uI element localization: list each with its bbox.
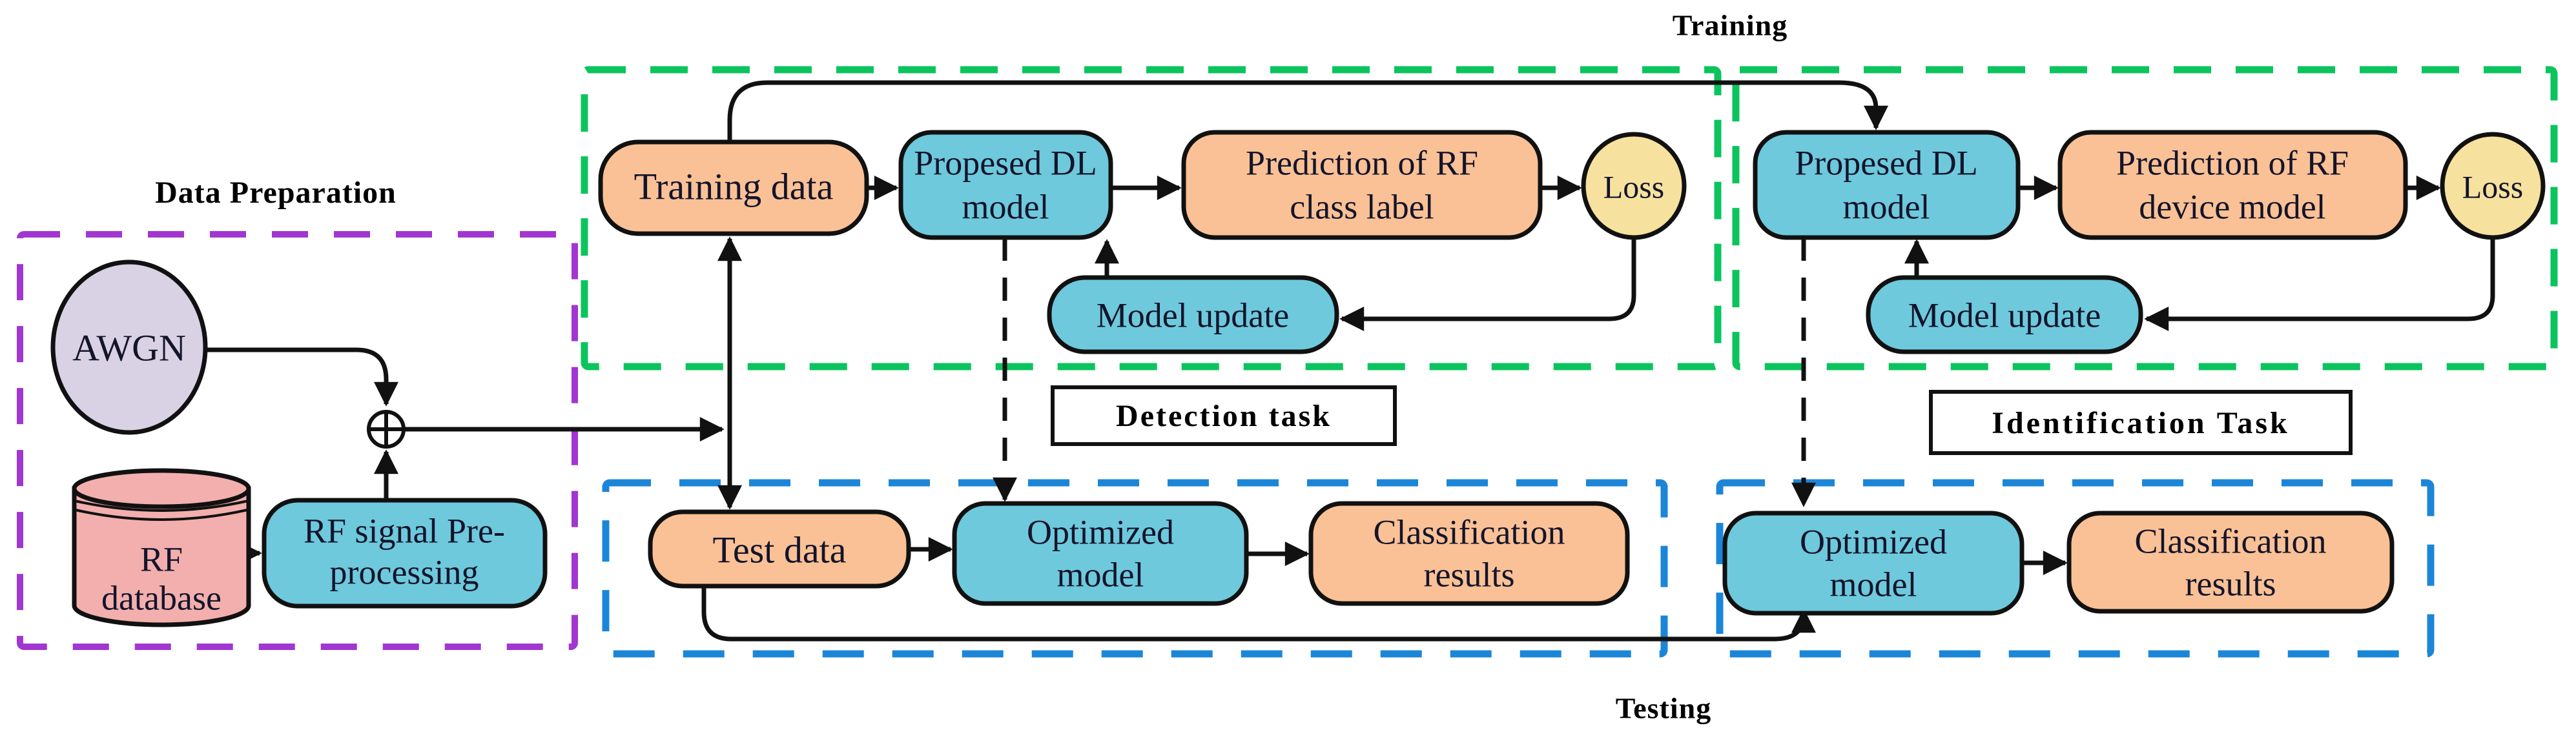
rf-preprocessing-box <box>262 498 548 609</box>
awgn-ellipse <box>50 259 208 435</box>
data-preparation-frame <box>17 231 578 650</box>
prediction-class-line1: Prediction of RF <box>1246 143 1478 182</box>
node-dl-model-identification: Propesed DL model <box>1753 130 2021 240</box>
model-update-detection-label: Model update <box>1097 296 1289 334</box>
loss-detection-ellipse <box>1581 132 1687 240</box>
detection-task-rect <box>1051 385 1397 446</box>
identification-task-rect <box>1929 390 2353 455</box>
optimized-model-detection-box <box>952 501 1249 606</box>
testing-identification-frame <box>1716 479 2435 658</box>
classification-results-identification-line1: Classification <box>2135 522 2327 560</box>
dl-model-identification-line2: model <box>1843 187 1930 226</box>
node-prediction-device-model: Prediction of RF device model <box>2057 130 2408 240</box>
training-identification-frame <box>1732 66 2558 370</box>
identification-task-label-box: Identification Task <box>1929 390 2353 455</box>
arrow-training-data-to-dl-identification <box>727 80 1888 142</box>
optimized-model-detection-line2: model <box>1057 555 1144 594</box>
node-classification-results-detection: Classification results <box>1308 501 1630 606</box>
database-cylinder-body <box>72 486 251 627</box>
rf-database-label-line1: RF <box>140 540 183 578</box>
model-update-identification-label: Model update <box>1908 296 2101 334</box>
awgn-label: AWGN <box>72 327 186 369</box>
dl-model-detection-line2: model <box>962 187 1049 226</box>
node-loss-detection: Loss <box>1581 132 1687 240</box>
dl-model-identification-box <box>1753 130 2021 240</box>
testing-detection-frame <box>602 479 1668 658</box>
detection-task-label: Detection task <box>1116 399 1332 433</box>
node-rf-database: RF database <box>72 468 251 627</box>
data-preparation-title: Data Preparation <box>155 176 397 210</box>
test-data-label: Test data <box>713 529 847 571</box>
classification-results-identification-box <box>2066 511 2395 614</box>
node-model-update-identification: Model update <box>1866 275 2143 354</box>
testing-title: Testing <box>1616 692 1711 725</box>
adder-node <box>367 410 406 449</box>
detection-task-label-box: Detection task <box>1051 385 1397 446</box>
dl-model-detection-line1: Propesed DL <box>914 143 1097 182</box>
connectors <box>205 80 2495 642</box>
database-disk-lines <box>74 500 249 521</box>
classification-results-identification-line2: results <box>2185 564 2276 603</box>
prediction-class-box <box>1181 130 1543 240</box>
node-optimized-model-identification: Optimized model <box>1722 511 2025 616</box>
dl-model-detection-box <box>898 130 1113 240</box>
node-rf-preprocessing: RF signal Pre- processing <box>262 498 548 609</box>
model-update-detection-box <box>1047 275 1339 354</box>
rf-preprocessing-label-line2: processing <box>330 553 479 591</box>
loss-identification-ellipse <box>2440 132 2546 240</box>
dl-model-identification-line1: Propesed DL <box>1795 143 1977 182</box>
node-model-update-detection: Model update <box>1047 275 1339 354</box>
optimized-model-detection-line1: Optimized <box>1027 513 1174 551</box>
optimized-model-identification-line1: Optimized <box>1800 522 1947 561</box>
node-classification-results-identification: Classification results <box>2066 511 2395 614</box>
node-optimized-model-detection: Optimized model <box>952 501 1249 606</box>
adder-plus-icon <box>369 412 404 447</box>
classification-results-detection-line2: results <box>1424 555 1515 594</box>
prediction-device-line1: Prediction of RF <box>2116 143 2349 182</box>
model-update-identification-box <box>1866 275 2143 354</box>
training-detection-frame <box>581 66 1722 370</box>
optimized-model-identification-line2: model <box>1830 565 1917 604</box>
node-loss-identification: Loss <box>2440 132 2546 240</box>
node-test-data: Test data <box>648 509 911 589</box>
arrow-test-data-to-optimized-identification <box>701 586 1816 642</box>
arrow-awgn-to-adder <box>205 347 398 407</box>
rf-preprocessing-label-line1: RF signal Pre- <box>304 511 505 550</box>
identification-task-label: Identification Task <box>1992 406 2289 440</box>
prediction-class-line2: class label <box>1290 187 1434 226</box>
node-dl-model-detection: Propesed DL model <box>898 130 1113 240</box>
node-awgn: AWGN <box>50 259 208 435</box>
training-data-label: Training data <box>634 165 834 207</box>
classification-results-detection-line1: Classification <box>1374 513 1565 551</box>
loss-identification-label: Loss <box>2462 168 2523 205</box>
arrow-loss-to-model-update-detection <box>1339 238 1636 331</box>
prediction-device-box <box>2057 130 2408 240</box>
node-training-data: Training data <box>598 139 869 236</box>
arrow-loss-to-model-update-identification <box>2144 238 2495 331</box>
test-data-box <box>648 509 911 589</box>
classification-results-detection-box <box>1308 501 1630 606</box>
rf-database-label-line2: database <box>101 578 222 617</box>
training-title: Training <box>1673 9 1788 42</box>
prediction-device-line2: device model <box>2139 187 2325 226</box>
training-data-box <box>598 139 869 236</box>
optimized-model-identification-box <box>1722 511 2025 616</box>
loss-detection-label: Loss <box>1603 168 1664 205</box>
node-prediction-class-label: Prediction of RF class label <box>1181 130 1543 240</box>
database-cylinder-top <box>72 468 251 509</box>
